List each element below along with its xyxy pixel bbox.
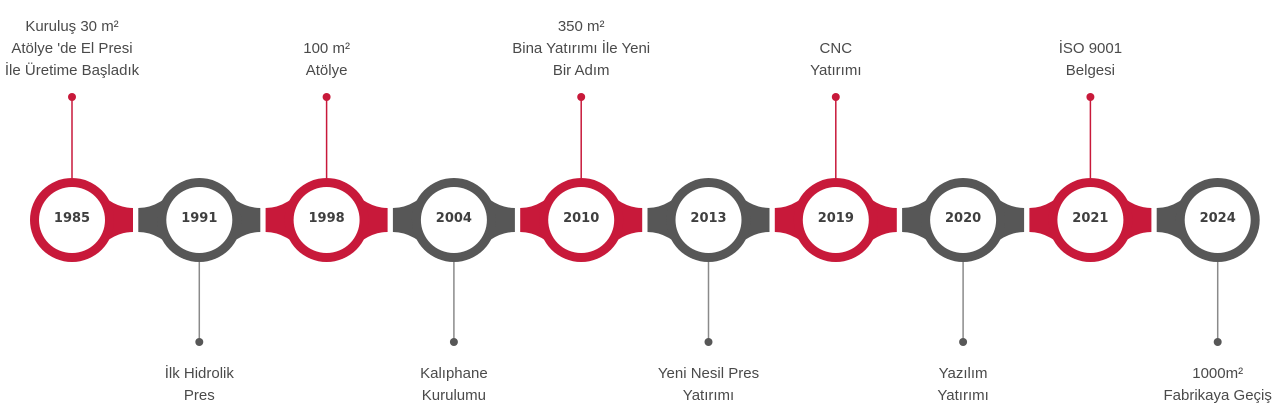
milestone-dot bbox=[68, 93, 76, 101]
milestone-label-line: Atölye bbox=[305, 62, 348, 79]
milestone-label-line: Kuruluş 30 m² bbox=[25, 18, 119, 35]
milestone-year: 1991 bbox=[181, 211, 218, 226]
milestone-dot bbox=[1086, 93, 1095, 101]
milestone-label-line: Yatırımı bbox=[682, 387, 735, 404]
milestone-dot bbox=[195, 338, 204, 346]
milestone-year: 2013 bbox=[690, 211, 727, 226]
milestone-label-line: Bina Yatırımı İle Yeni bbox=[512, 40, 651, 57]
milestone-label-line: İle Üretime Başladık bbox=[4, 62, 140, 79]
milestone-label-line: 100 m² bbox=[303, 40, 350, 57]
milestone-inner-circle bbox=[39, 187, 105, 253]
milestone-year: 2004 bbox=[435, 211, 472, 226]
milestone-label-line: Kalıphane bbox=[420, 365, 488, 382]
milestone-inner-circle bbox=[548, 187, 615, 253]
milestone-dot bbox=[704, 338, 713, 346]
milestone-label-line: İlk Hidrolik bbox=[164, 365, 234, 382]
milestone-inner-circle bbox=[293, 187, 360, 253]
milestone-year: 2020 bbox=[945, 211, 982, 226]
milestone-year: 2021 bbox=[1072, 211, 1109, 226]
milestone-inner-circle bbox=[166, 187, 233, 253]
milestone-inner-circle bbox=[675, 187, 742, 253]
milestone-label-line: CNC bbox=[819, 40, 853, 57]
milestone-label-line: Yazılım bbox=[938, 365, 988, 382]
milestone-label-line: Yatırımı bbox=[937, 387, 989, 404]
milestone-label-line: Bir Adım bbox=[552, 62, 610, 79]
milestone-label-line: Yatırımı bbox=[810, 62, 862, 79]
milestone-dot bbox=[322, 93, 331, 101]
milestone-dot bbox=[449, 338, 458, 346]
milestone-year: 2010 bbox=[563, 211, 600, 226]
milestone-inner-circle bbox=[930, 187, 997, 253]
milestone-inner-circle bbox=[802, 187, 869, 253]
milestone-year: 1985 bbox=[53, 211, 91, 226]
milestone-label: CNC Yatırımı bbox=[746, 38, 926, 82]
milestone-year: 2019 bbox=[817, 211, 854, 226]
milestone-label-line: 1000m² bbox=[1192, 365, 1244, 382]
milestone-inner-circle bbox=[420, 187, 487, 253]
milestone-dot bbox=[1213, 338, 1222, 346]
milestone-inner-circle bbox=[1184, 187, 1251, 253]
milestone-label-line: Atölye 'de El Presi bbox=[11, 40, 133, 57]
milestone-label-line: Kurulumu bbox=[421, 387, 486, 404]
milestone-label-line: Belgesi bbox=[1065, 62, 1115, 79]
milestone-label: 100 m² Atölye bbox=[237, 38, 417, 82]
milestone-year: 2024 bbox=[1199, 211, 1236, 226]
milestone-label-line: Yeni Nesil Pres bbox=[657, 365, 760, 382]
milestone-dot bbox=[959, 338, 968, 346]
milestone-year: 1998 bbox=[308, 211, 345, 226]
milestone-label-line: Fabrikaya Geçiş bbox=[1163, 387, 1272, 404]
milestone-dot bbox=[831, 93, 840, 101]
milestone-label-line: İSO 9001 bbox=[1058, 40, 1123, 57]
milestone-label: 1000m² Fabrikaya Geçiş bbox=[1128, 363, 1280, 407]
milestone-inner-circle bbox=[1057, 187, 1124, 253]
milestone-label-line: 350 m² bbox=[557, 18, 605, 35]
milestone-label-line: Pres bbox=[183, 387, 215, 404]
milestone-dot bbox=[577, 93, 586, 101]
